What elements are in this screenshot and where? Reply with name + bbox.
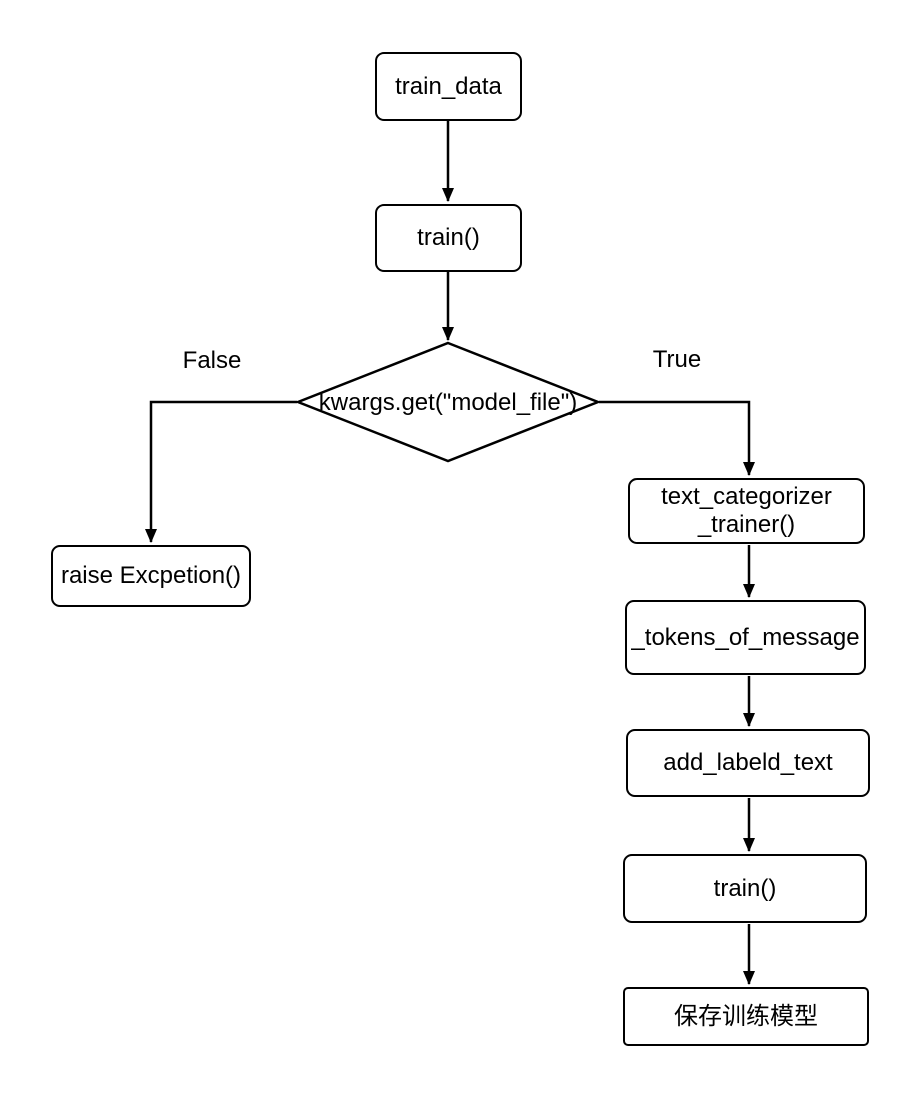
decision-diamond	[294, 341, 602, 463]
node-add-labeld-text: add_labeld_text	[626, 729, 870, 797]
edge-label-true: True	[652, 346, 702, 373]
node-save-model: 保存训练模型	[623, 987, 869, 1046]
node-raise-exception: raise Excpetion()	[51, 545, 251, 607]
node-decision-label: kwargs.get("model_file")	[318, 388, 578, 416]
node-tokens-of-message: _tokens_of_message	[625, 600, 866, 675]
edge-false-branch	[145, 400, 297, 543]
node-train-bottom: train()	[623, 854, 867, 923]
node-train-data: train_data	[375, 52, 522, 121]
edge-label-false: False	[182, 347, 242, 374]
node-text-categorizer-trainer: text_categorizer _trainer()	[628, 478, 865, 544]
edge-true-branch	[599, 400, 755, 476]
node-train-top: train()	[375, 204, 522, 272]
